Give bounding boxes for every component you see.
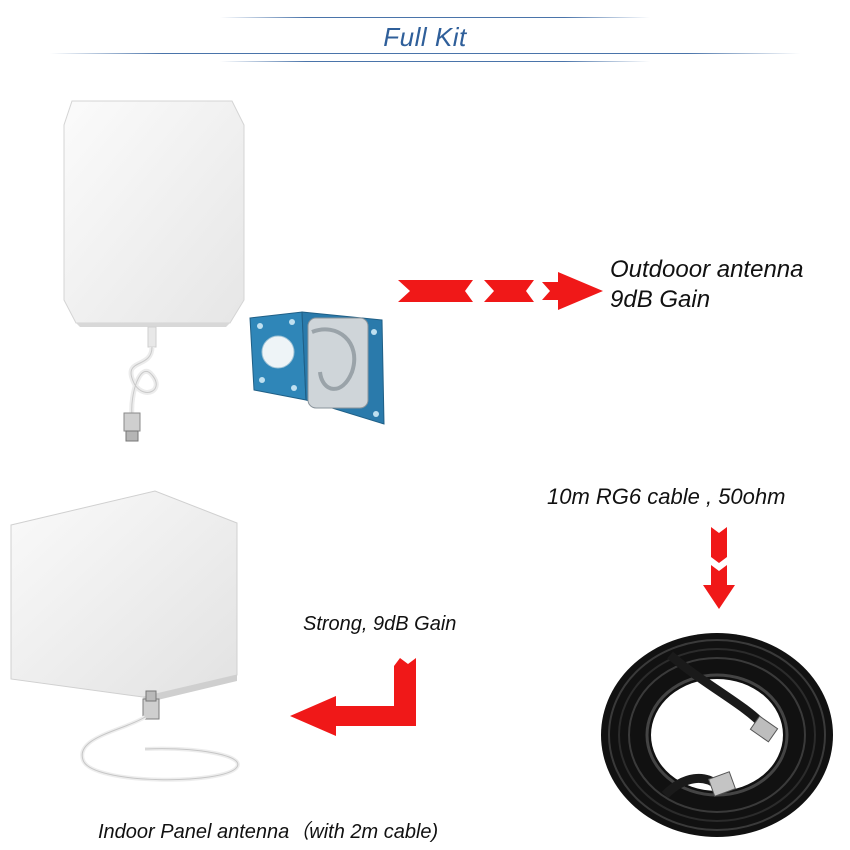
page-title: Full Kit: [383, 22, 467, 52]
indoor-antenna-image: [10, 490, 240, 782]
down-arrow-icon: [703, 527, 735, 609]
outdoor-antenna-label: Outdooor antenna 9dB Gain: [610, 255, 804, 315]
strong-gain-label: Strong, 9dB Gain: [303, 613, 457, 635]
header-rule-bottom: [220, 61, 650, 62]
right-arrow-icon: [398, 272, 603, 310]
header-rule-top: [220, 17, 650, 18]
outdoor-antenna-gain: 9dB Gain: [610, 286, 711, 313]
header-rule-mid: [50, 53, 800, 54]
outdoor-antenna-image: [63, 100, 245, 442]
outdoor-antenna-name: Outdooor antenna: [610, 256, 804, 283]
mounting-bracket-image: [249, 311, 385, 425]
coaxial-cable-coil-image: [601, 633, 833, 837]
bent-arrow-icon: [290, 658, 416, 736]
indoor-antenna-caption: Indoor Panel antenna（with 2m cable): [98, 821, 439, 843]
cable-label: 10m RG6 cable , 50ohm: [547, 484, 786, 509]
